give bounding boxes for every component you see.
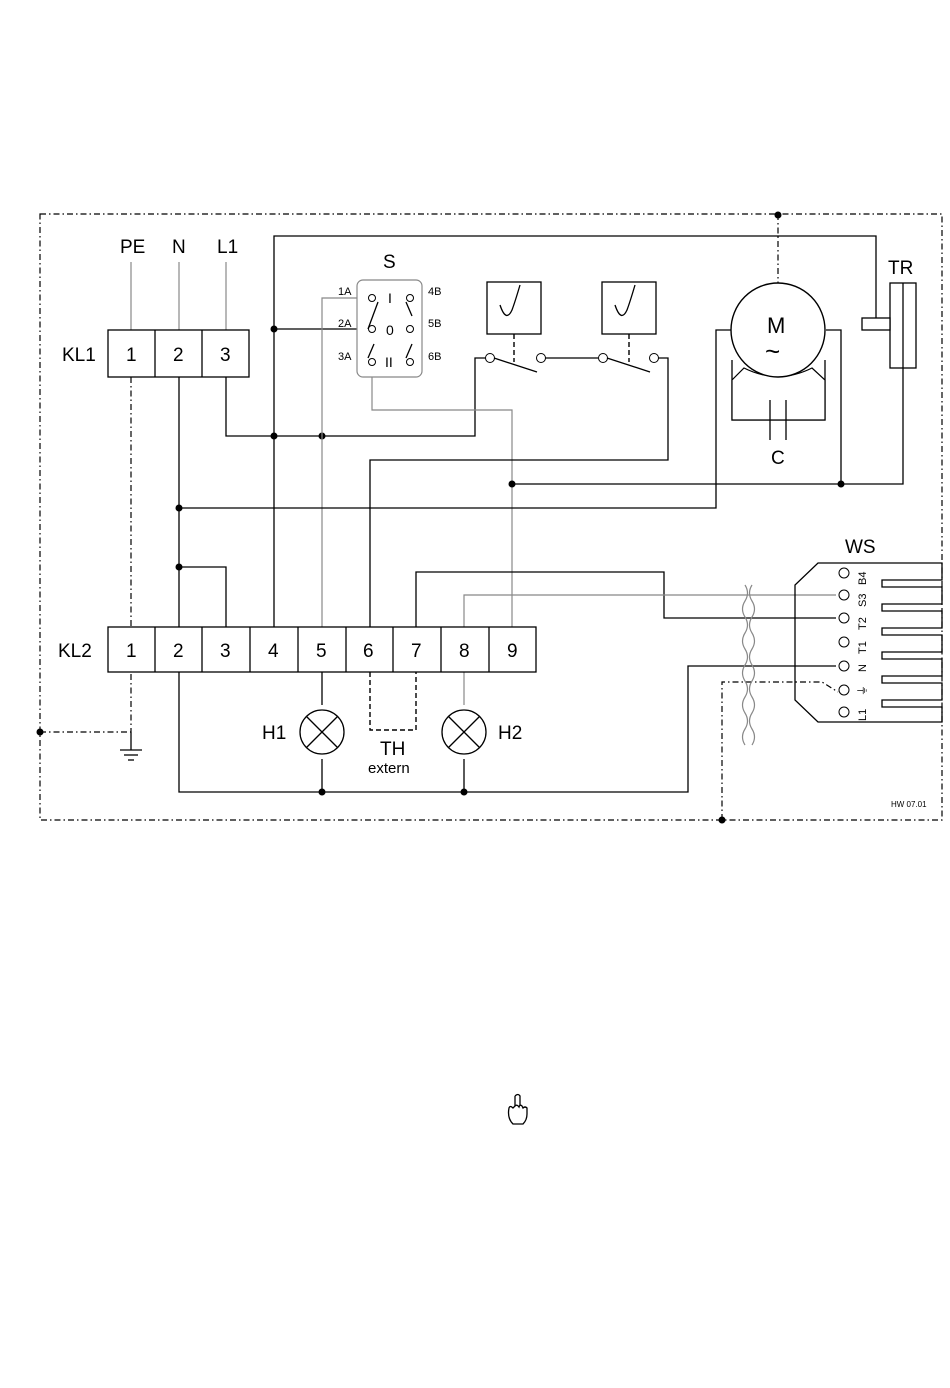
wire-484 [512,368,903,484]
kl2-terminal-2: 2 [173,641,184,662]
kl2-terminal-4: 4 [268,641,279,662]
switch-label: S [383,252,396,273]
cable-shield [743,585,755,745]
thermostat-2 [599,282,659,372]
pointing-hand-icon [509,1095,528,1125]
th-sublabel: extern [368,760,410,777]
kl2-terminal-7: 7 [411,641,422,662]
ws-terminal-l1: L1 [857,709,869,721]
motor-symbol: ~ [765,336,780,366]
junction-dot [719,817,726,824]
switch-pos-1: I [388,290,392,306]
label-l1: L1 [217,237,238,258]
drawing-code: HW 07.01 [891,800,927,809]
lamp-h1-label: H1 [262,723,286,744]
ws-terminal-n: N [857,664,869,672]
kl1-label: KL1 [62,345,96,366]
label-n: N [172,237,186,258]
wire-n-motor [179,330,731,508]
label-pe: PE [120,237,145,258]
lamp-h2-label: H2 [498,723,522,744]
wire-6-th [370,358,668,627]
th-extern-bridge [370,672,416,730]
ws-terminal-b4: B4 [857,572,869,585]
th-label: TH [380,739,405,760]
kl1-terminal-2: 2 [173,345,184,366]
switch-contact-1a: 1A [338,286,352,298]
ws-earth-line [722,682,838,820]
kl2-terminal-5: 5 [316,641,327,662]
kl1-terminal-1: 1 [126,345,137,366]
earth-line [40,377,131,732]
wire-bridge-2-3 [179,567,226,627]
junction-dot [775,212,782,219]
kl2-terminal-1: 1 [126,641,137,662]
ws-terminal-t1: T1 [857,641,869,654]
transformer [862,283,916,368]
transformer-label: TR [888,258,913,279]
earth-symbol [120,732,142,760]
kl1-terminal-3: 3 [220,345,231,366]
switch-pos-2: II [385,354,393,370]
lamp-h1 [300,710,344,754]
thermostat-1 [486,282,599,372]
lamp-h2 [442,710,486,754]
switch-contact-3a: 3A [338,351,352,363]
switch-contact-4b: 4B [428,286,441,298]
switch-pos-0: 0 [386,322,394,338]
switch-contact-5b: 5B [428,318,441,330]
kl2-terminal-3: 3 [220,641,231,662]
wire-motor-right [826,330,841,484]
ws-terminal-t2: T2 [857,617,869,630]
kl2-label: KL2 [58,641,92,662]
ws-terminal-earth: ⏚ [856,685,869,696]
kl2-terminal-8: 8 [459,641,470,662]
motor-label: M [767,313,785,338]
wire-3a-9 [372,362,512,627]
kl2-terminal-6: 6 [363,641,374,662]
junction-dot [37,729,44,736]
wire-8-s3 [464,595,836,627]
switch-contact-6b: 6B [428,351,441,363]
capacitor-label: C [771,448,785,469]
ws-label: WS [845,537,876,558]
ws-terminal-s3: S3 [857,594,869,607]
switch-contact-2a: 2A [338,318,352,330]
kl2-terminal-9: 9 [507,641,518,662]
wire-7-t2 [416,572,836,627]
